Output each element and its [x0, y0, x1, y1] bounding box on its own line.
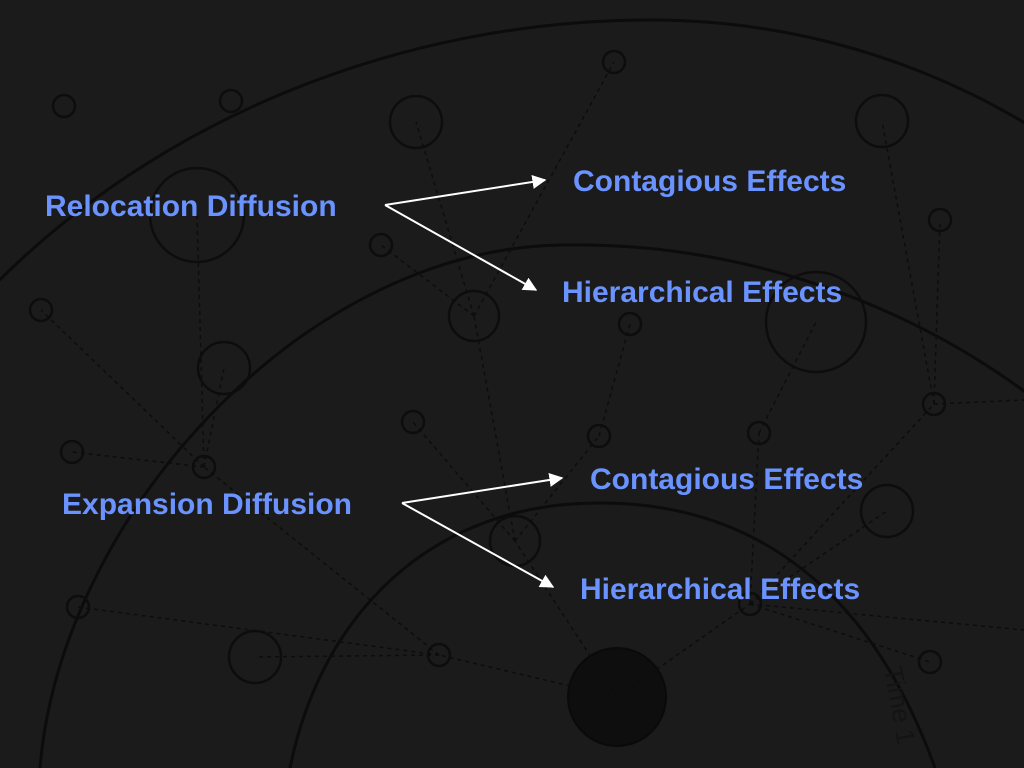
background-nodes [28, 49, 953, 685]
arrow-relocation-to-contagious [384, 175, 547, 206]
outer-arc [0, 18, 1024, 282]
arrow-expansion-to-hierarchical [401, 502, 555, 588]
relocation-contagious-effects-label: Contagious Effects [573, 165, 847, 198]
expansion-diffusion-label: Expansion Diffusion [62, 488, 353, 521]
relocation-hierarchical-effects-label: Hierarchical Effects [562, 276, 843, 309]
inner-arc [288, 501, 937, 768]
arrow-relocation-to-hierarchical [384, 204, 538, 291]
expansion-hierarchical-effects-label: Hierarchical Effects [580, 573, 861, 606]
arrow-expansion-to-contagious [401, 473, 564, 504]
expansion-contagious-effects-label: Contagious Effects [590, 463, 864, 496]
background-links [40, 61, 1024, 698]
middle-arc [38, 243, 1024, 768]
relocation-diffusion-label: Relocation Diffusion [45, 190, 337, 223]
